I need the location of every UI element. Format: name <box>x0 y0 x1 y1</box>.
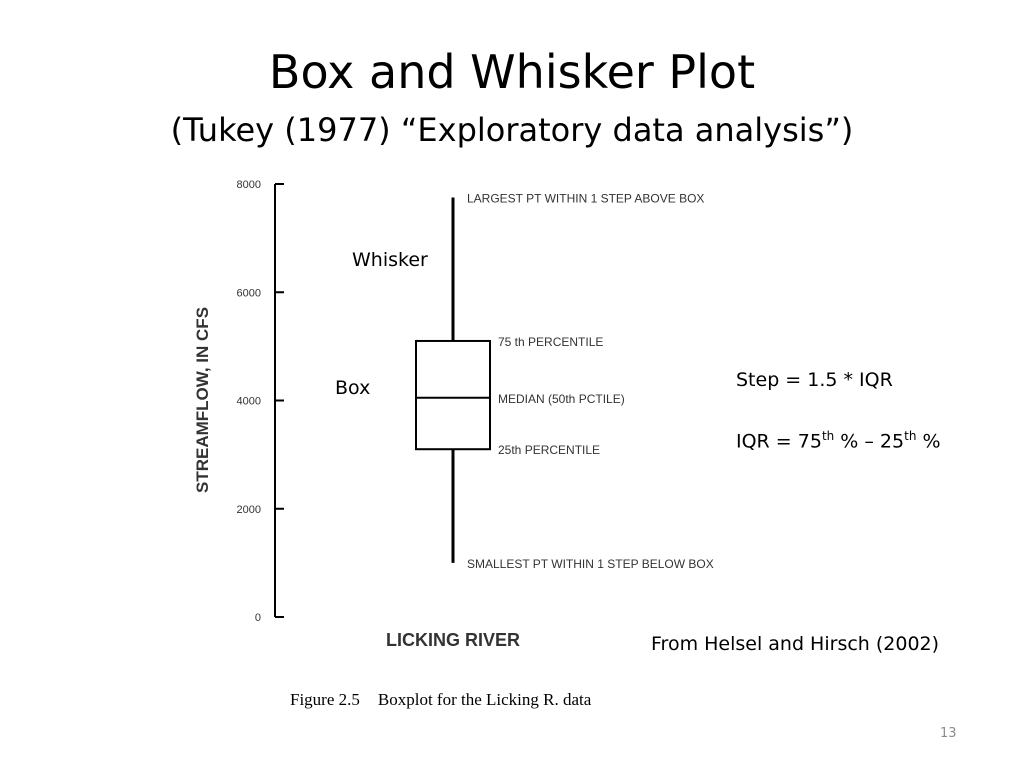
slide-subtitle: (Tukey (1977) “Exploratory data analysis… <box>170 111 854 149</box>
whisker-label: Whisker <box>352 249 428 271</box>
iqr-formula: IQR = 75th % – 25th % <box>736 429 941 452</box>
y-tick-label: 8000 <box>237 179 261 191</box>
y-tick-label: 4000 <box>237 396 261 408</box>
y-tick-label: 6000 <box>237 287 261 299</box>
slide-title: Box and Whisker Plot <box>268 45 756 99</box>
iqr-middle: % – 25 <box>834 430 905 453</box>
caption-figure-number: Figure 2.5 <box>290 690 360 709</box>
iqr-box <box>415 339 491 451</box>
iqr-sup-2: th <box>904 429 917 443</box>
iqr-prefix: IQR = 75 <box>736 430 822 453</box>
iqr-suffix: % <box>916 430 941 453</box>
y-axis-label: STREAMFLOW, IN CFS <box>193 307 212 493</box>
box-label: Box <box>335 377 371 399</box>
figure-caption: Figure 2.5 Boxplot for the Licking R. dat… <box>290 690 591 710</box>
annotation-smallest-point: SMALLEST PT WITHIN 1 STEP BELOW BOX <box>467 557 714 571</box>
x-axis-label: LICKING RIVER <box>386 630 520 650</box>
annotation-75th-percentile: 75 th PERCENTILE <box>498 335 603 349</box>
source-citation: From Helsel and Hirsch (2002) <box>651 633 940 655</box>
caption-text: Boxplot for the Licking R. data <box>377 690 592 709</box>
y-tick-label: 2000 <box>237 504 261 516</box>
annotation-median: MEDIAN (50th PCTILE) <box>498 392 625 406</box>
annotation-25th-percentile: 25th PERCENTILE <box>498 443 600 457</box>
page-number: 13 <box>940 726 957 741</box>
y-tick-label: 0 <box>255 612 261 624</box>
annotation-largest-point: LARGEST PT WITHIN 1 STEP ABOVE BOX <box>467 192 704 206</box>
iqr-sup-1: th <box>821 429 835 443</box>
step-formula: Step = 1.5 * IQR <box>736 369 893 391</box>
